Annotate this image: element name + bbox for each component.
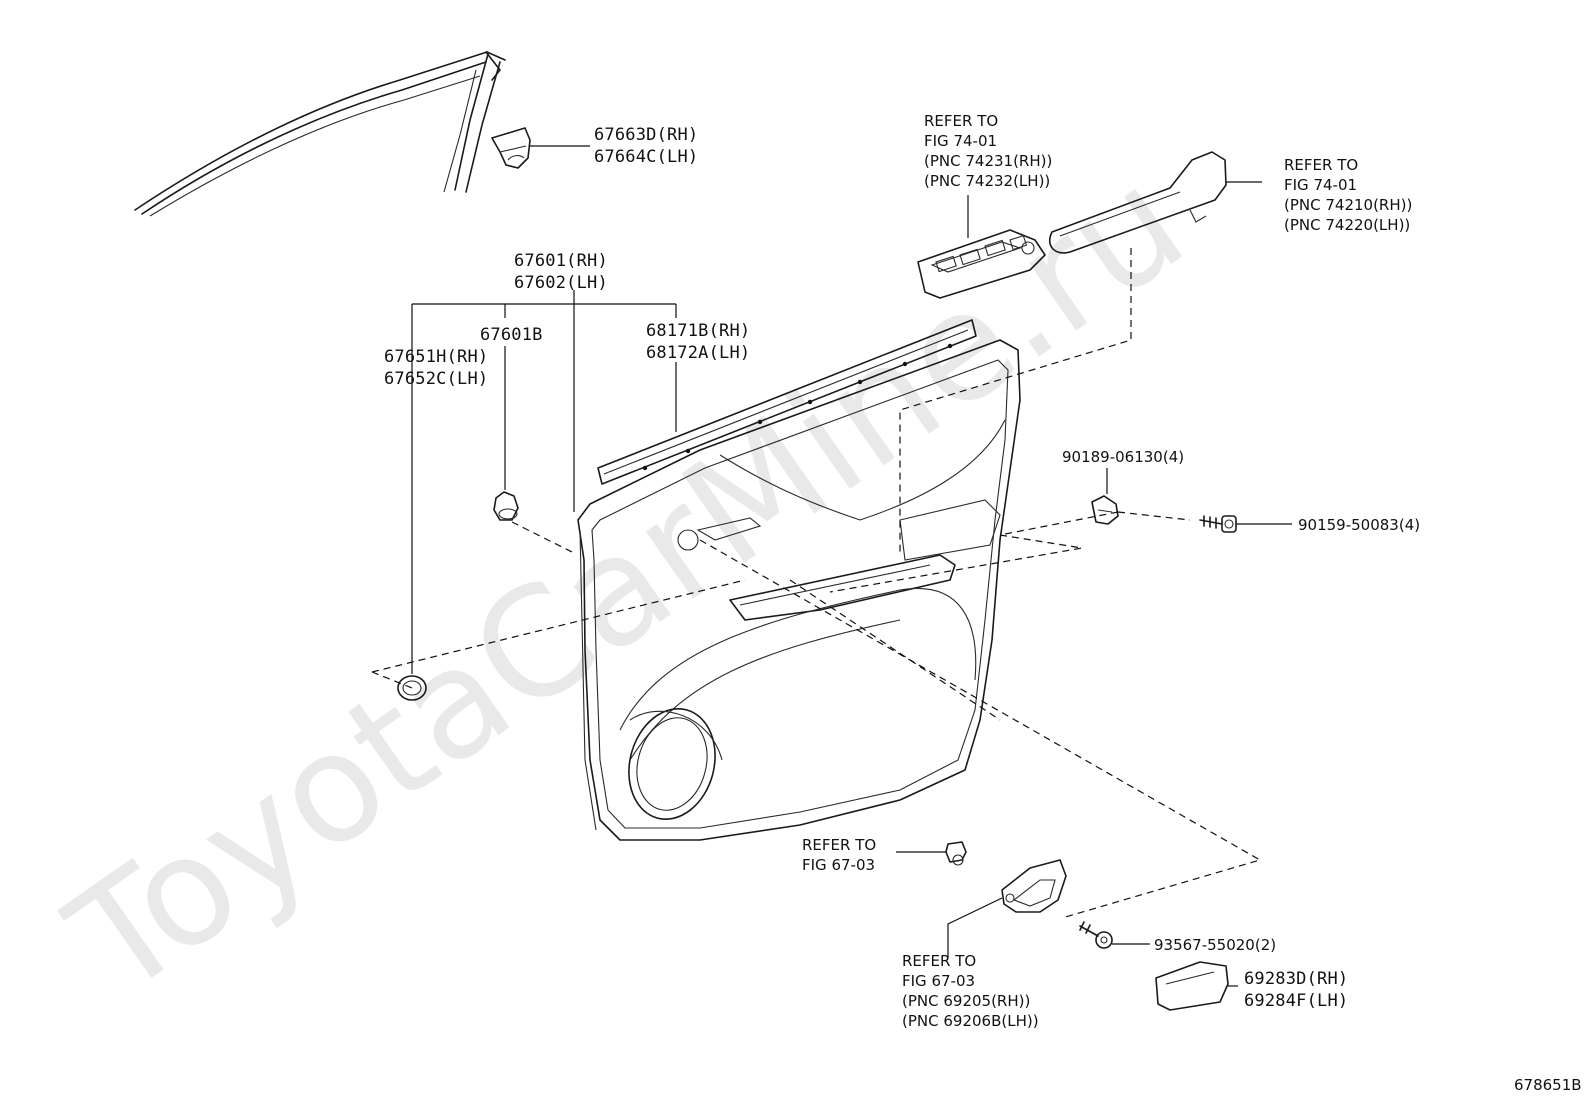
label-67601: 67601(RH) 67602(LH) [514, 251, 608, 293]
power-window-switch-base [917, 229, 1046, 299]
pin-fig6703 [945, 841, 967, 866]
label-68171-rh: 68171B(RH) [646, 321, 750, 341]
ref74231-line1: REFER TO [924, 112, 998, 130]
inside-handle-part [1001, 859, 1067, 913]
clip-67651h [397, 675, 427, 701]
label-ref-74210: REFER TO FIG 74-01 (PNC 74210(RH)) (PNC … [1284, 156, 1412, 234]
ref74210-line1: REFER TO [1284, 156, 1358, 174]
label-67663: 67663D(RH) 67664C(LH) [594, 125, 698, 167]
ref74210-line3: (PNC 74210(RH)) [1284, 196, 1412, 214]
ref74210-line2: FIG 74-01 [1284, 176, 1357, 194]
label-67651-rh: 67651H(RH) [384, 347, 488, 367]
ref69205-line2: FIG 67-03 [902, 972, 975, 990]
ref74210-line4: (PNC 74220(LH)) [1284, 216, 1410, 234]
armrest-part [1048, 151, 1227, 254]
label-67651-lh: 67652C(LH) [384, 369, 488, 389]
label-ref-69205: REFER TO FIG 67-03 (PNC 69205(RH)) (PNC … [902, 952, 1039, 1030]
belt-moulding-part [597, 319, 977, 485]
label-67651: 67651H(RH) 67652C(LH) [384, 347, 488, 389]
mirror-garnish-part [491, 127, 531, 169]
assembly-dashed-lines [371, 248, 1262, 919]
label-68171: 68171B(RH) 68172A(LH) [646, 321, 750, 363]
ref6703-line1: REFER TO [802, 836, 876, 854]
door-trim-board-part [577, 339, 1021, 841]
screw-90159 [1199, 515, 1237, 533]
clip-90189 [1091, 495, 1119, 525]
ref74231-line2: FIG 74-01 [924, 132, 997, 150]
ref74231-line4: (PNC 74232(LH)) [924, 172, 1050, 190]
watermark: ToyotaCarMine.ru [40, 135, 1214, 1030]
label-69283-lh: 69284F(LH) [1244, 991, 1348, 1011]
screw-93567 [1079, 921, 1113, 949]
ref69205-line1: REFER TO [902, 952, 976, 970]
handle-bezel-part [1155, 961, 1229, 1011]
leader-tree-67601 [411, 290, 677, 674]
label-67601-lh: 67602(LH) [514, 273, 608, 293]
label-68171-lh: 68172A(LH) [646, 343, 750, 363]
label-90189: 90189-06130(4) [1062, 448, 1184, 466]
door-frame-weatherstrip [134, 51, 506, 217]
label-67601-rh: 67601(RH) [514, 251, 608, 271]
label-67601b: 67601B [480, 325, 543, 345]
ref69205-line4: (PNC 69206B(LH)) [902, 1012, 1039, 1030]
leader-69205 [947, 897, 1003, 958]
figure-reference: 678651B [1514, 1076, 1582, 1094]
label-67663-rh: 67663D(RH) [594, 125, 698, 145]
ref6703-line2: FIG 67-03 [802, 856, 875, 874]
label-67663-lh: 67664C(LH) [594, 147, 698, 167]
label-69283: 69283D(RH) 69284F(LH) [1244, 969, 1348, 1011]
label-ref-6703: REFER TO FIG 67-03 [802, 836, 876, 874]
ref74231-line3: (PNC 74231(RH)) [924, 152, 1052, 170]
label-ref-74231: REFER TO FIG 74-01 (PNC 74231(RH)) (PNC … [924, 112, 1052, 190]
label-93567: 93567-55020(2) [1154, 936, 1276, 954]
label-69283-rh: 69283D(RH) [1244, 969, 1348, 989]
clip-67601b [493, 491, 519, 521]
ref69205-line3: (PNC 69205(RH)) [902, 992, 1030, 1010]
label-90159: 90159-50083(4) [1298, 516, 1420, 534]
